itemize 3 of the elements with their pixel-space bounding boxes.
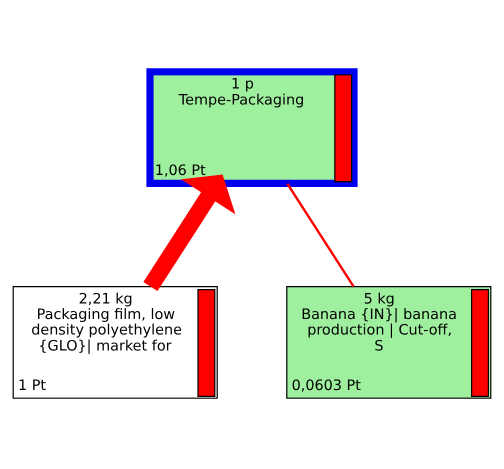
node-box: 1 p Tempe-Packaging 1,06 Pt: [146, 68, 358, 186]
arrow: [143, 174, 236, 291]
connector: [286, 182, 355, 287]
